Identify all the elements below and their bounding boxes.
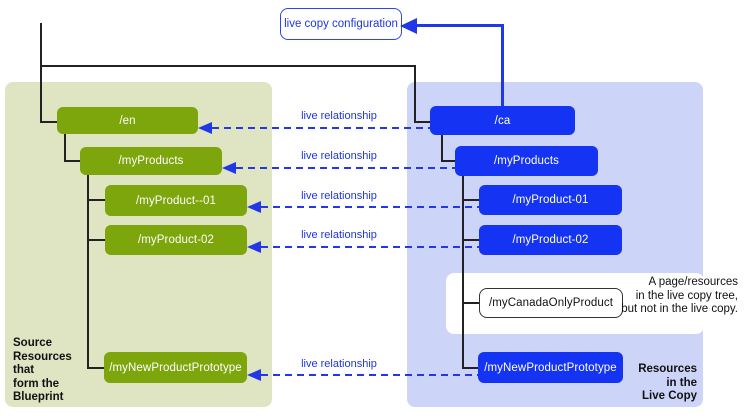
node-blueprint-en: /en <box>57 107 198 134</box>
tree-line <box>87 367 105 369</box>
tree-line <box>462 239 480 241</box>
live-relationship-label: live relationship <box>301 190 377 202</box>
node-livecopy-ca: /ca <box>430 106 575 135</box>
arrowhead-icon <box>222 162 236 174</box>
tree-line <box>40 65 416 67</box>
tree-line <box>462 176 464 369</box>
node-livecopy-mycanadaonlyproduct: /myCanadaOnlyProduct <box>479 288 623 318</box>
arrowhead-icon <box>247 241 261 253</box>
live-copy-configuration-label: live copy configuration <box>284 18 398 30</box>
tree-line <box>414 121 431 123</box>
node-blueprint-myproduct-01: /myProduct--01 <box>105 185 247 216</box>
config-arrowhead-icon <box>400 18 417 34</box>
live-relationship-arrow <box>212 127 430 129</box>
tree-line <box>441 160 456 162</box>
node-livecopy-myproduct-02: /myProduct-02 <box>479 225 622 255</box>
node-livecopy-mynewproductprototype: /myNewProductPrototype <box>478 352 623 383</box>
node-livecopy-myproducts: /myProducts <box>455 146 598 176</box>
tree-line <box>462 367 479 369</box>
live-relationship-label: live relationship <box>301 110 377 122</box>
tree-line <box>87 175 89 369</box>
tree-line <box>64 134 66 162</box>
livecopy-caption: Resources in the Live Copy <box>638 363 697 402</box>
live-relationship-label: live relationship <box>301 229 377 241</box>
live-relationship-arrow <box>236 167 455 169</box>
tree-line <box>40 121 58 123</box>
tree-line <box>40 23 42 123</box>
live-copy-configuration-box: live copy configuration <box>280 8 402 40</box>
tree-line <box>462 302 480 304</box>
tree-line <box>87 239 106 241</box>
arrowhead-icon <box>247 201 261 213</box>
node-blueprint-myproducts: /myProducts <box>80 147 222 175</box>
node-blueprint-mynewproductprototype: /myNewProductPrototype <box>104 352 247 383</box>
config-arrow-line <box>501 24 504 107</box>
blueprint-caption: Source Resources that form the Blueprint <box>13 337 72 403</box>
live-relationship-arrow <box>261 374 478 376</box>
live-relationship-arrow <box>261 246 479 248</box>
tree-line <box>64 160 81 162</box>
arrowhead-icon <box>247 369 261 381</box>
node-livecopy-myproduct-01: /myProduct-01 <box>479 185 622 215</box>
tree-line <box>441 135 443 162</box>
config-arrow-line <box>413 24 503 27</box>
excluded-resource-annotation: A page/resources in the live copy tree, … <box>621 276 738 315</box>
tree-line <box>462 199 480 201</box>
tree-line <box>87 199 106 201</box>
arrowhead-icon <box>198 122 212 134</box>
live-relationship-label: live relationship <box>301 150 377 162</box>
live-relationship-arrow <box>261 206 479 208</box>
node-blueprint-myproduct-02: /myProduct-02 <box>105 225 247 255</box>
live-relationship-label: live relationship <box>301 358 377 370</box>
tree-line <box>414 65 416 123</box>
